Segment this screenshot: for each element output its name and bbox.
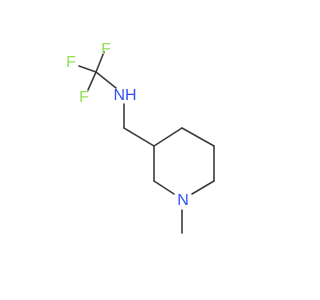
atom-label-f-bottom: F	[79, 89, 89, 106]
molecule-structure-diagram: F F F NH N	[66, 41, 215, 234]
bond-cf3-nh	[95, 71, 117, 89]
atom-label-n-ring: N	[177, 192, 189, 209]
bond-ring-c4-c5	[181, 127, 215, 147]
atom-label-f-top: F	[101, 41, 111, 58]
bond-ring-c3-c4	[153, 127, 183, 147]
atom-labels: F F F NH N	[66, 41, 189, 209]
atom-label-f-left: F	[66, 54, 76, 71]
bond-cf3-f-bottom	[87, 71, 97, 91]
bond-cf3-f-left	[78, 65, 97, 73]
bond-ring-c6-n1	[191, 180, 215, 195]
bond-ch2-c3	[123, 127, 155, 147]
bond-ring-n1-c2	[153, 180, 175, 195]
bond-group	[78, 51, 215, 234]
atom-label-nh: NH	[113, 87, 136, 104]
bond-cf3-f-top	[95, 51, 105, 73]
